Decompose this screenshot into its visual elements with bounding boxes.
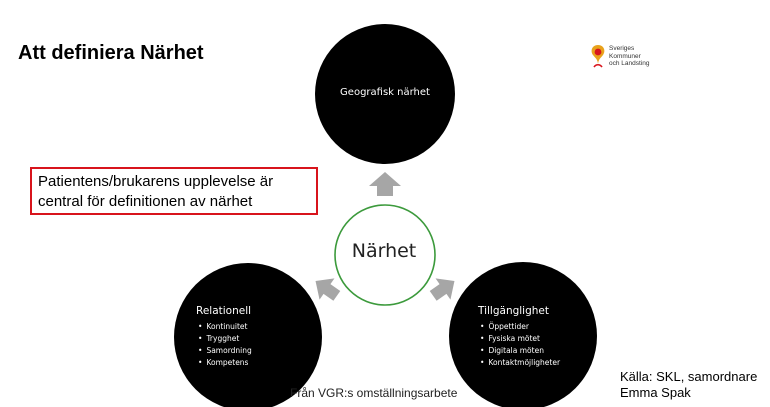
tillganglighet-title: Tillgänglighet <box>478 305 549 317</box>
narhet-label: Närhet <box>351 240 417 262</box>
logo-text: Sveriges Kommuner och Landsting <box>609 45 649 68</box>
list-item: Samordning <box>198 345 251 357</box>
list-item: Digitala möten <box>480 345 560 357</box>
arrow-right-icon <box>429 278 455 301</box>
list-item: Trygghet <box>198 333 252 345</box>
slide-title: Att definiera Närhet <box>18 42 204 64</box>
tillganglighet-list: Öppettider Fysiska mötet Digitala möten … <box>480 321 560 369</box>
logo-line-1: Sveriges <box>609 45 635 52</box>
geografisk-circle <box>315 24 455 164</box>
list-item: Kontinuitet <box>198 321 252 333</box>
logo-line-3: och Landsting <box>609 60 650 67</box>
list-item: Fysiska mötet <box>480 333 560 345</box>
arrow-up-icon <box>369 172 401 196</box>
callout-line-2: central för definitionen av närhet <box>38 193 253 210</box>
arrow-left-icon <box>315 278 341 301</box>
skl-logo: Sveriges Kommuner och Landsting <box>588 43 688 73</box>
source-note: Källa: SKL, samordnare Emma Spak <box>620 369 757 401</box>
relationell-list: Kontinuitet Trygghet Samordning Kompeten… <box>198 321 252 369</box>
source-line-1: Källa: SKL, samordnare <box>620 369 758 384</box>
list-item: Kontaktmöjligheter <box>480 357 560 369</box>
center-circle <box>334 204 436 306</box>
callout-box: Patientens/brukarens upplevelse är centr… <box>30 167 318 215</box>
relationell-title: Relationell <box>196 305 252 317</box>
caption: Från VGR:s omställningsarbete <box>290 386 458 400</box>
callout-line-1: Patientens/brukarens upplevelse är <box>38 173 274 190</box>
logo-line-2: Kommuner <box>609 52 641 60</box>
skl-logo-icon <box>591 45 605 68</box>
geografisk-label: Geografisk närhet <box>340 87 430 98</box>
list-item: Öppettider <box>480 321 560 333</box>
source-line-2: Emma Spak <box>620 385 691 400</box>
list-item: Kompetens <box>198 357 252 369</box>
